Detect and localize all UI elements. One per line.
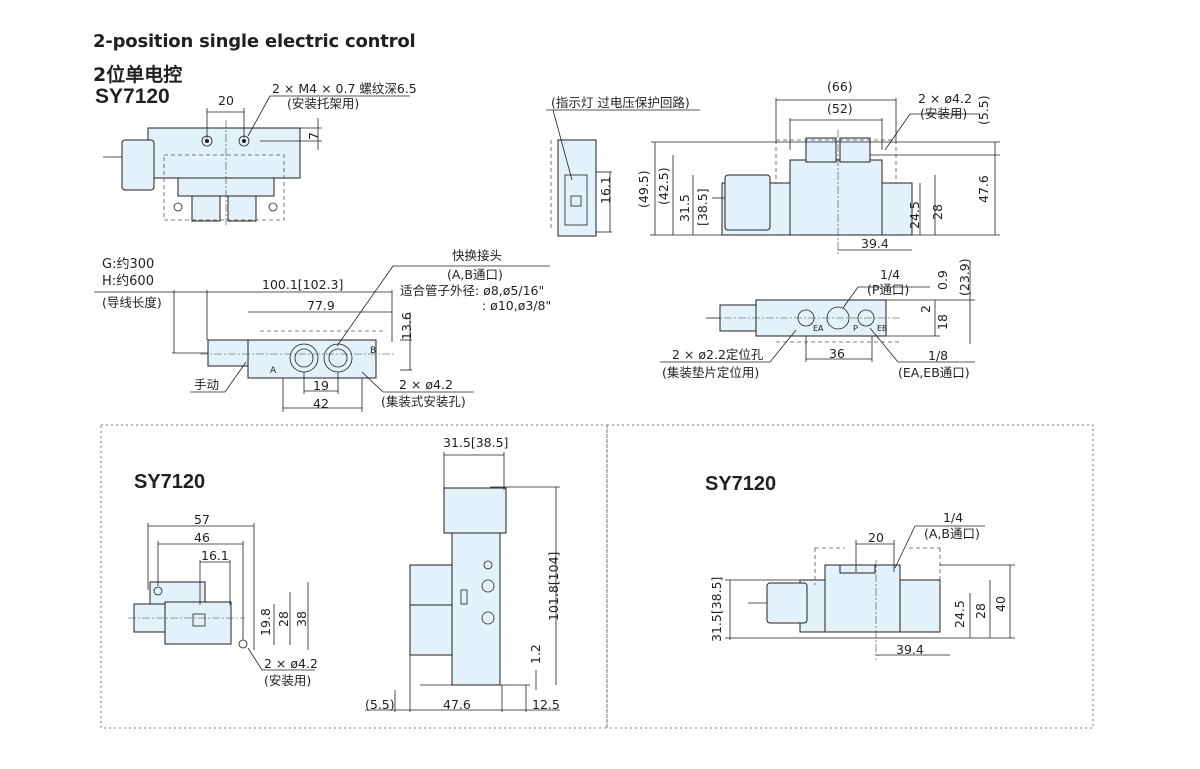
front-dim-39-4: 39.4 [861, 236, 889, 251]
bottom-dim-18: 18 [935, 314, 950, 330]
side-dim-16-1: 16.1 [598, 176, 613, 204]
lead-length-g: G:约300 [102, 257, 155, 272]
bracket-note-2: (安装用) [264, 673, 312, 688]
bracket-right-dim-28: 28 [973, 603, 988, 619]
bottom-dim-2: 2 [918, 305, 933, 313]
front-dim-24-5: 24.5 [907, 201, 922, 229]
bracket-side-drawing [365, 452, 560, 712]
front-dim-42-5: (42.5) [656, 167, 671, 205]
top-dim-20: 20 [218, 93, 234, 108]
port-a-label: A [270, 366, 277, 376]
p-port-label: (P通口) [867, 282, 910, 297]
title-english: 2-position single electric control [93, 31, 416, 52]
manual-override-label: 手动 [194, 377, 220, 392]
bracket-right-port-size: 1/4 [943, 510, 964, 525]
front-dim-5-5: (5.5) [976, 95, 991, 125]
bracket-side-dim-101-8: 101.8[104] [546, 551, 561, 621]
bracket-dim-19-8: 19.8 [258, 608, 273, 636]
model-label: SY7120 [95, 85, 170, 108]
plan-dim-19: 19 [313, 378, 329, 393]
top-dim-7: 7 [306, 132, 321, 140]
front-dim-28: 28 [930, 204, 945, 220]
p-port-size: 1/4 [880, 267, 901, 282]
bracket-dim-38: 38 [294, 611, 309, 627]
exhaust-port-label: (EA,EB通口) [898, 365, 970, 380]
thread-note-line1: 2 × M4 × 0.7 螺纹深6.5 [272, 81, 417, 96]
bracket-side-dim-12-5: 12.5 [532, 697, 560, 712]
plan-hole-note-1: 2 × ø4.2 [399, 377, 453, 392]
plan-dim-100-1: 100.1[102.3] [262, 277, 344, 292]
bracket-dim-46: 46 [194, 530, 210, 545]
front-dim-31-5: 31.5 [677, 194, 692, 222]
fitting-port: (A,B通口) [447, 267, 503, 282]
front-dim-47-6: 47.6 [976, 175, 991, 203]
plan-dim-42: 42 [313, 396, 329, 411]
thread-note-line2: (安装托架用) [287, 96, 360, 111]
bracket-left-model: SY7120 [134, 471, 206, 493]
bracket-dim-28: 28 [276, 611, 291, 627]
pin-note-2: (集装垫片定位用) [662, 365, 760, 380]
bracket-side-dim-5-5: (5.5) [365, 697, 395, 712]
side-view-small-drawing [546, 109, 700, 237]
bracket-dim-16-1: 16.1 [201, 548, 229, 563]
front-dim-66: (66) [827, 79, 853, 94]
plan-view-drawing [94, 265, 550, 412]
bracket-right-frame [606, 424, 1094, 729]
front-mount-note-1: 2 × ø4.2 [918, 91, 972, 106]
bracket-right-dim-39-4: 39.4 [896, 642, 924, 657]
bracket-right-dim-31-5: 31.5[38.5] [709, 576, 724, 642]
plan-dim-77-9: 77.9 [307, 298, 335, 313]
port-b-label: B [370, 346, 377, 356]
bracket-right-dim-20: 20 [868, 530, 884, 545]
front-mount-note-2: (安装用) [920, 106, 968, 121]
ea-label: EA [813, 324, 824, 333]
fitting-tube-size-2: : ø10,ø3/8" [482, 298, 552, 313]
bracket-right-model: SY7120 [705, 473, 777, 495]
bracket-right-dim-40: 40 [993, 596, 1008, 612]
eb-label: EB [877, 324, 888, 333]
bracket-right-port-note: (A,B通口) [924, 526, 980, 541]
bottom-view-drawing [660, 262, 975, 363]
top-view-drawing [103, 95, 410, 225]
bottom-dim-23-9: (23.9) [957, 258, 972, 296]
front-dim-49-5: (49.5) [636, 170, 651, 208]
indicator-note: (指示灯 过电压保护回路) [551, 95, 690, 110]
lead-length-h: H:约600 [102, 274, 154, 289]
pin-note-1: 2 × ø2.2定位孔 [672, 347, 764, 362]
bottom-dim-0-9: 0.9 [935, 270, 950, 290]
fitting-tube-size-1: 适合管子外径: ø8,ø5/16" [400, 283, 545, 298]
bottom-dim-36: 36 [829, 346, 845, 361]
bracket-left-frame [100, 424, 608, 729]
front-dim-52: (52) [827, 101, 853, 116]
bracket-dim-57: 57 [194, 512, 210, 527]
bracket-right-drawing [725, 525, 1015, 660]
bracket-left-drawing [128, 523, 315, 671]
title-chinese: 2位单电控 [93, 64, 183, 86]
bracket-side-dim-31-5: 31.5[38.5] [443, 435, 509, 450]
front-dim-38-5: [38.5] [695, 188, 710, 226]
lead-length-note: (导线长度) [102, 295, 162, 310]
p-label: P [853, 324, 858, 333]
bracket-note-1: 2 × ø4.2 [264, 656, 318, 671]
plan-dim-13-6: 13.6 [399, 312, 414, 340]
bracket-side-dim-47-6: 47.6 [443, 697, 471, 712]
front-view-drawing [650, 98, 1000, 255]
bracket-side-dim-1-2: 1.2 [528, 644, 543, 664]
exhaust-port-size: 1/8 [928, 348, 949, 363]
fitting-title: 快换接头 [452, 248, 503, 263]
bracket-right-dim-24-5: 24.5 [952, 600, 967, 628]
plan-hole-note-2: (集装式安装孔) [381, 394, 466, 409]
